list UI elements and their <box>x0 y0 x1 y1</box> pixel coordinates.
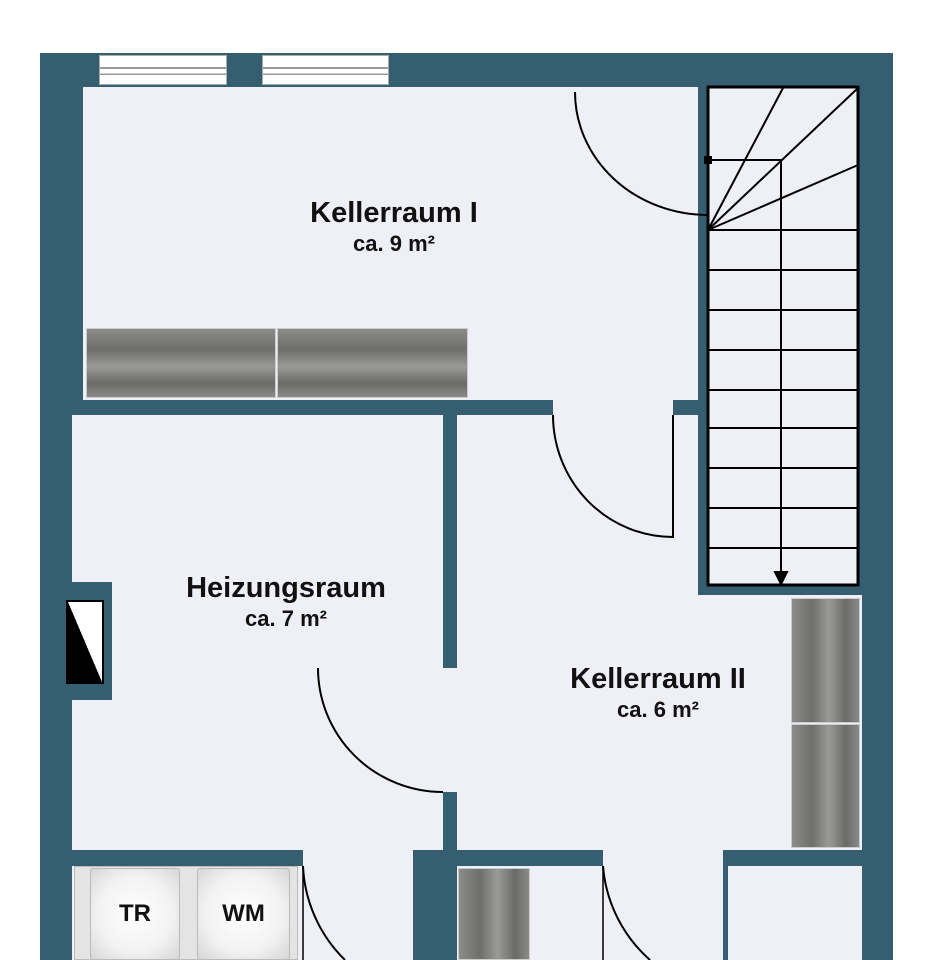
door-kellerraum-1 <box>574 91 709 216</box>
room-name: Heizungsraum <box>186 572 386 604</box>
window <box>262 55 389 85</box>
shelf <box>86 328 276 398</box>
room-area: ca. 6 m² <box>617 697 699 722</box>
floor-door-gap-4 <box>603 850 723 866</box>
floor-door-gap-2 <box>443 668 457 792</box>
room-area: ca. 7 m² <box>245 606 327 631</box>
shelf <box>277 328 468 398</box>
shelf <box>791 598 860 723</box>
partition-wall <box>443 866 457 960</box>
floor-bottom-right <box>728 866 862 960</box>
stair-wall-left <box>698 87 708 400</box>
room-name: Kellerraum II <box>570 663 746 695</box>
door-heizungsraum <box>317 667 444 793</box>
shelf <box>458 868 530 960</box>
chimney-icon <box>66 600 104 684</box>
floor-door-gap-3 <box>303 850 413 866</box>
room-area: ca. 9 m² <box>353 231 435 256</box>
floor-heizungsraum <box>72 415 443 850</box>
room-label-kellerraum-1: Kellerraum I ca. 9 m² <box>244 196 544 258</box>
washing-machine: WM <box>197 868 290 960</box>
floor-stairs <box>708 87 858 585</box>
room-label-heizungsraum: Heizungsraum ca. 7 m² <box>136 571 436 633</box>
partition-wall <box>413 866 418 960</box>
room-name: Kellerraum I <box>310 197 478 229</box>
door-bottom-mid <box>602 865 651 960</box>
staircase <box>704 85 860 587</box>
shelf <box>791 724 860 848</box>
door-keller-1-to-2 <box>552 414 674 539</box>
window <box>99 55 227 85</box>
dryer: TR <box>90 868 180 960</box>
floor-door-gap-1 <box>553 400 673 415</box>
partition-wall <box>723 866 728 960</box>
room-label-kellerraum-2: Kellerraum II ca. 6 m² <box>508 662 808 724</box>
door-laundry <box>302 865 346 960</box>
